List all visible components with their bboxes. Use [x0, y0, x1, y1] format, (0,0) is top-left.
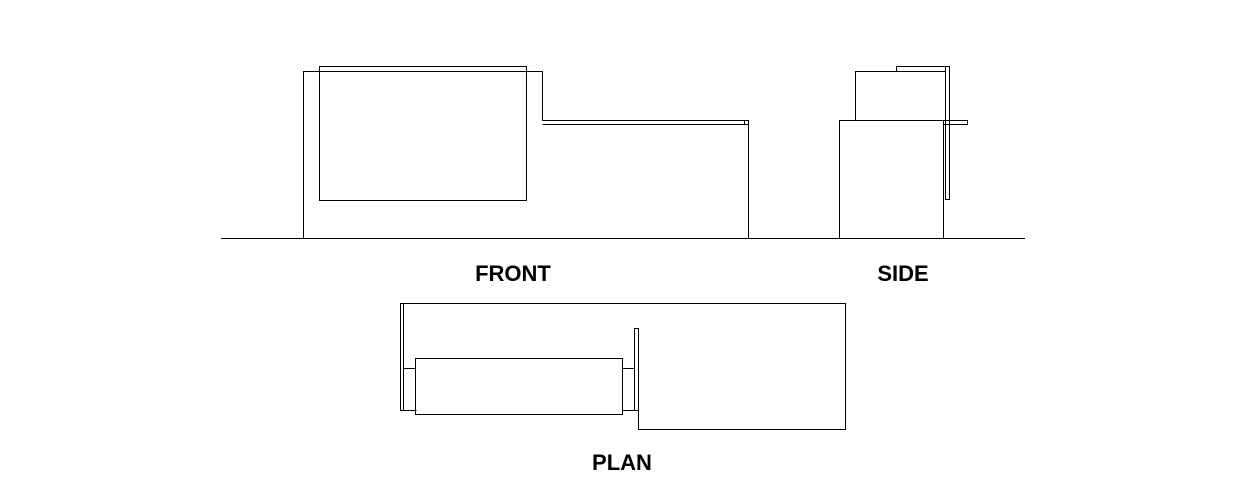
front-elevation: FRONT	[303, 66, 749, 286]
front-cabinet-outline	[303, 71, 749, 238]
plan-outline	[400, 303, 846, 430]
side-base	[839, 120, 944, 239]
front-raised-panel	[319, 66, 527, 201]
plan-divider	[634, 328, 639, 411]
side-panel	[945, 66, 950, 200]
side-desktop-edge	[943, 120, 968, 125]
plan-view: PLAN	[400, 303, 846, 475]
plan-left-connector	[403, 368, 416, 411]
side-elevation: SIDE	[839, 66, 968, 286]
side-top-cap	[896, 66, 950, 72]
side-label: SIDE	[877, 261, 928, 286]
plan-right-connector	[622, 368, 635, 411]
plan-label: PLAN	[592, 450, 652, 475]
side-upper-box	[855, 71, 946, 121]
front-label: FRONT	[475, 261, 551, 286]
plan-center-panel	[415, 358, 623, 415]
